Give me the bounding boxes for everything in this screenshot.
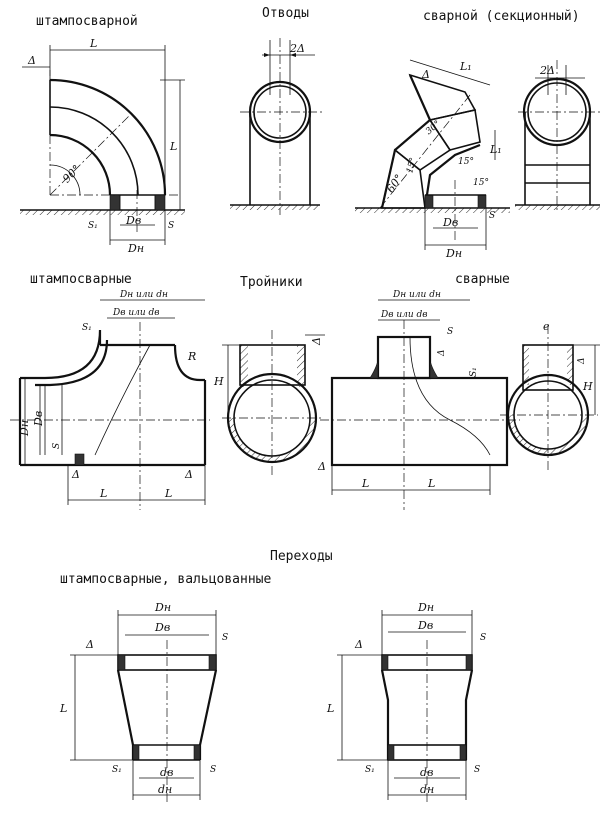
welded-tee-delta-label: Δ [437, 350, 447, 358]
sectional-angle-60: 60° [384, 172, 406, 195]
reducer-right-S-bottom-label: S [474, 765, 480, 775]
elbow-L-top-label: L [89, 37, 97, 50]
reducer-left-S1-label: S₁ [112, 765, 122, 775]
tee-L-left-label: L [99, 487, 107, 500]
subtitle-stamped-welded-elbow: штампосварной [36, 14, 138, 29]
tee-Dn-or-dn-label: Dн или dн [119, 290, 168, 300]
stamped-tee-drawing: Dн или dн Dв или dв S₁ R Dн Dв S Δ Δ L L [10, 290, 210, 510]
subtitle-welded-sectional: сварной (секционный) [423, 9, 580, 24]
tee-R-label: R [187, 350, 196, 363]
welded-side-e-label: e [543, 320, 550, 333]
reducer-right-Dv-label: Dв [417, 619, 433, 632]
subtitle-reducers-types: штампосварные, вальцованные [60, 572, 271, 587]
reducer-right-drawing: Dн Dв S Δ L dв dн S₁ S [326, 601, 486, 805]
section-title-reducers: Переходы [270, 549, 333, 564]
tee-delta-right-label: Δ [184, 468, 193, 481]
reducer-right-dn-label: dн [420, 783, 434, 796]
reducer-right-S-top-label: S [480, 633, 486, 643]
elbow-S1-label: S₁ [88, 221, 98, 231]
sectional-S-label: S [489, 211, 495, 221]
sectional-angle-15-b: 15° [458, 157, 474, 167]
welded-tee-drawing: Dн или dн Dв или dв S Δ S₁ Δ L L [317, 290, 520, 510]
section-title-tees: Тройники [240, 275, 303, 290]
sectional-side-view: 2Δ [515, 60, 600, 210]
elbow-Dv-label: Dв [125, 214, 141, 227]
tee-side-delta-label: Δ [310, 337, 323, 346]
elbow-S-label: S [168, 221, 174, 231]
sectional-delta-label: Δ [421, 68, 430, 81]
reducer-right-S1-label: S₁ [365, 765, 375, 775]
sectional-Dv-label: Dв [442, 216, 458, 229]
reducer-left-Dv-label: Dв [154, 621, 170, 634]
reducer-left-drawing: Dн Dв S Δ L dв dн S₁ S [59, 601, 228, 805]
tee-side-H-label: H [213, 375, 224, 388]
welded-tee-Dv-or-dv-label: Dв или dв [380, 310, 428, 320]
section-title-elbows: Отводы [262, 6, 309, 21]
reducer-left-S-top-label: S [222, 633, 228, 643]
tee-side-section: H Δ [213, 330, 325, 475]
elbow-side-view: 2Δ [230, 38, 322, 215]
welded-tee-S1-label: S₁ [469, 367, 479, 377]
elbow-L-right-label: L [169, 140, 177, 153]
elbow-Dn-label: Dн [127, 242, 144, 255]
sectional-elbow-drawing: L₁ L₁ Δ 30° 15° 15° 15° 60° Dв Dн S [355, 59, 510, 260]
welded-tee-side-section: H e Δ [500, 320, 600, 470]
sectional-L1-top-label: L₁ [459, 60, 472, 73]
sectional-L1-right-label: L₁ [489, 143, 502, 156]
sectional-angle-15-a: 15° [405, 157, 419, 175]
sectional-Dn-label: Dн [445, 247, 462, 260]
reducer-right-Dn-label: Dн [417, 601, 434, 614]
sectional-angle-15-c: 15° [473, 178, 489, 188]
tee-L-right-label: L [164, 487, 172, 500]
tee-S-label: S [52, 443, 62, 449]
reducer-left-L-label: L [59, 702, 67, 715]
angle-90-label: 90° [60, 162, 83, 185]
welded-tee-L-left-label: L [361, 477, 369, 490]
tee-S1-label: S₁ [82, 323, 92, 333]
subtitle-welded-tees: сварные [455, 272, 510, 287]
elbow-delta-label: Δ [27, 54, 36, 67]
reducer-left-dn-label: dн [158, 783, 172, 796]
sectional-side-2delta-label: 2Δ [539, 64, 555, 77]
welded-tee-delta-left-label: Δ [317, 460, 326, 473]
stamped-elbow-drawing: 90° L L Δ Dв Dн S₁ S [20, 37, 185, 255]
welded-side-delta-label: Δ [577, 358, 587, 366]
reducer-left-Dn-label: Dн [154, 601, 171, 614]
side-view-2delta-label: 2Δ [289, 42, 305, 55]
reducer-right-L-label: L [326, 702, 334, 715]
tee-Dv-label: Dв [32, 411, 45, 427]
welded-tee-S-label: S [447, 327, 453, 337]
tee-Dn-label: Dн [18, 420, 31, 437]
reducer-left-S-bottom-label: S [210, 765, 216, 775]
welded-side-H-label: H [582, 380, 593, 393]
reducer-right-delta-label: Δ [354, 638, 363, 651]
subtitle-stamped-welded-tees: штампосварные [30, 272, 132, 287]
tee-Dv-or-dv-label: Dв или dв [112, 308, 160, 318]
reducer-right-dv-label: dв [420, 766, 433, 779]
welded-tee-Dn-or-dn-label: Dн или dн [392, 290, 441, 300]
tee-delta-left-label: Δ [71, 468, 80, 481]
welded-tee-L-right-label: L [427, 477, 435, 490]
reducer-left-delta-label: Δ [85, 638, 94, 651]
reducer-left-dv-label: dв [160, 766, 173, 779]
